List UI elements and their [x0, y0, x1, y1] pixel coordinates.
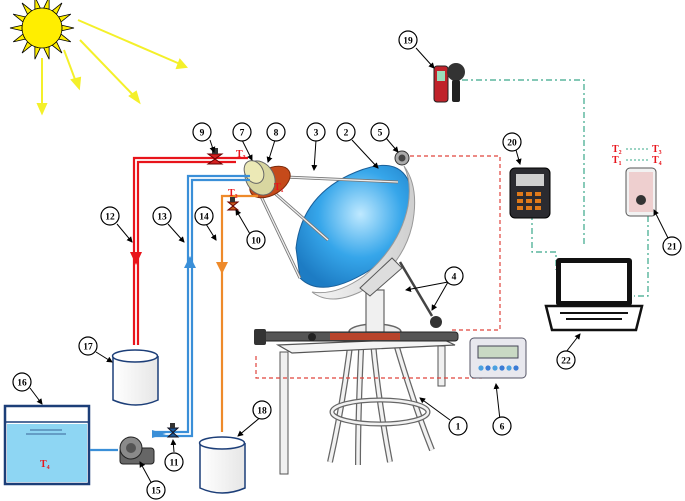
meter-key — [526, 206, 532, 210]
callout-5: 5 — [370, 122, 390, 142]
logger-label-t1: T₁ — [612, 155, 622, 166]
outlet-container — [198, 436, 246, 494]
callout-13: 13 — [152, 206, 172, 226]
callout-number: 4 — [452, 272, 457, 282]
callout-number: 18 — [257, 406, 267, 416]
callout-11: 11 — [164, 452, 184, 472]
parabolic-dish — [295, 164, 442, 328]
callout-15: 15 — [146, 480, 166, 500]
solar-radiation-arrows — [36, 19, 188, 116]
callout-19: 19 — [398, 30, 418, 50]
temp-label-t2: T₂ — [228, 188, 238, 199]
valve-icon — [166, 423, 180, 438]
water-pump — [119, 436, 155, 465]
laptop-icon — [544, 258, 644, 332]
data-logger-icon — [625, 167, 657, 217]
temp-label-t1: T₁ — [274, 182, 284, 193]
support-table — [275, 337, 456, 475]
callout-number: 22 — [561, 356, 571, 366]
callout-3: 3 — [306, 122, 326, 142]
sun-ray — [61, 24, 75, 32]
callout-4: 4 — [444, 266, 464, 286]
water-tank — [3, 404, 91, 486]
sun-ray — [34, 46, 41, 60]
hot-water-container — [111, 349, 159, 406]
callout-number: 10 — [251, 236, 261, 246]
callout-number: 3 — [314, 128, 319, 138]
temp-label-t3: T₃ — [236, 149, 246, 160]
controller-button — [506, 365, 512, 371]
meter-key — [526, 199, 532, 203]
callout-number: 2 — [344, 128, 349, 138]
callout-number: 9 — [200, 128, 205, 138]
callout-number: 13 — [157, 212, 167, 222]
controller-box — [469, 337, 527, 379]
callout-21: 21 — [662, 236, 682, 256]
meter-key — [535, 192, 541, 196]
linear-actuator — [254, 329, 459, 345]
callout-8: 8 — [266, 122, 286, 142]
controller-button — [499, 365, 505, 371]
callout-12: 12 — [100, 206, 120, 226]
callout-number: 11 — [170, 458, 179, 468]
sun-icon — [9, 0, 75, 60]
meter-key — [526, 192, 532, 196]
valve-icon — [226, 197, 240, 211]
callout-2: 2 — [336, 122, 356, 142]
callout-number: 7 — [240, 128, 245, 138]
anemometer-icon — [433, 63, 465, 103]
callout-number: 15 — [151, 486, 161, 496]
meter-key — [517, 199, 523, 203]
callout-number: 17 — [83, 342, 93, 352]
callout-20: 20 — [502, 132, 522, 152]
callout-22: 22 — [556, 350, 576, 370]
hot-water-pipe — [132, 156, 248, 345]
logger-label-t2: T₂ — [612, 144, 622, 155]
signal-wires — [255, 155, 501, 379]
callout-number: 12 — [105, 212, 115, 222]
callout-14: 14 — [194, 206, 214, 226]
callout-number: 14 — [199, 212, 209, 222]
callout-17: 17 — [78, 336, 98, 356]
callout-7: 7 — [232, 122, 252, 142]
logger-label-t3: T₃ — [652, 144, 662, 155]
callout-number: 8 — [274, 128, 279, 138]
callout-number: 19 — [403, 36, 413, 46]
callout-number: 21 — [667, 242, 677, 252]
callout-10: 10 — [246, 230, 266, 250]
sensor-icon — [394, 150, 410, 166]
meter-key — [517, 206, 523, 210]
callout-1: 1 — [448, 416, 468, 436]
temp-label-t4: T₄ — [40, 459, 50, 470]
controller-button — [513, 365, 519, 371]
callout-16: 16 — [12, 372, 32, 392]
callout-number: 1 — [456, 422, 461, 432]
callout-number: 20 — [507, 138, 517, 148]
callout-number: 5 — [378, 128, 383, 138]
controller-button — [478, 365, 484, 371]
handheld-meter-icon — [509, 167, 551, 219]
sun-ray — [9, 24, 23, 32]
logger-label-t4: T₄ — [652, 155, 662, 166]
callout-leaders — [29, 47, 669, 485]
callout-6: 6 — [492, 416, 512, 436]
outlet-pipe — [220, 194, 258, 432]
meter-key — [517, 192, 523, 196]
sun-ray — [43, 46, 50, 60]
meter-key — [535, 199, 541, 203]
callout-number: 16 — [17, 378, 27, 388]
callout-18: 18 — [252, 400, 272, 420]
callout-9: 9 — [192, 122, 212, 142]
controller-button — [492, 365, 498, 371]
meter-key — [535, 206, 541, 210]
controller-button — [485, 365, 491, 371]
callout-number: 6 — [500, 422, 505, 432]
